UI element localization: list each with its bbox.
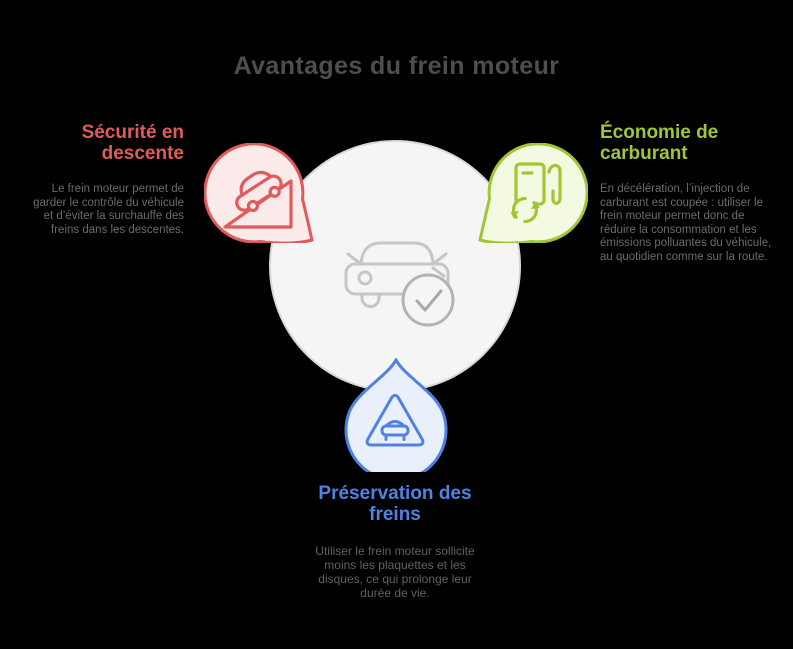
car-downhill-icon — [216, 154, 300, 238]
heading-economie-carburant: Économie de carburant — [600, 122, 719, 164]
fuel-pump-recycle-icon — [492, 152, 576, 236]
car-warning-triangle-icon — [362, 390, 428, 452]
body-preservation-freins: Utiliser le frein moteur sollicite moins… — [315, 544, 475, 600]
check-mark-icon — [415, 289, 443, 312]
car-check-icon — [331, 218, 465, 330]
tilted-car — [235, 170, 283, 213]
heading-securite-descente: Sécurité en descente — [81, 122, 184, 164]
recycle-circle — [511, 196, 539, 224]
car-right-mirror — [431, 252, 448, 266]
page-title: Avantages du frein moteur — [233, 52, 560, 80]
car-headlight — [357, 270, 373, 286]
car-right-mirror-lower — [431, 266, 446, 278]
car-left-mirror — [346, 252, 363, 266]
pump-hose — [547, 163, 562, 205]
body-securite-descente: Le frein moteur permet de garder le cont… — [33, 183, 184, 236]
warning-triangle — [365, 393, 425, 447]
recycle-arrowhead-bottom — [510, 211, 519, 219]
car-body — [344, 262, 450, 296]
recycle-arrowhead-top — [531, 201, 540, 209]
body-economie-carburant: En décélération, l’injection de carburan… — [600, 183, 772, 263]
check-circle — [401, 273, 455, 327]
heading-preservation-freins: Préservation des freins — [318, 483, 472, 525]
car-left-wheel — [360, 292, 381, 308]
bubble-descente — [204, 143, 314, 243]
center-circle — [269, 140, 521, 392]
mini-car-body — [380, 424, 410, 437]
bubble-descente-shape — [204, 143, 314, 243]
mini-car-wheels — [384, 435, 406, 441]
car-roof — [359, 241, 435, 266]
